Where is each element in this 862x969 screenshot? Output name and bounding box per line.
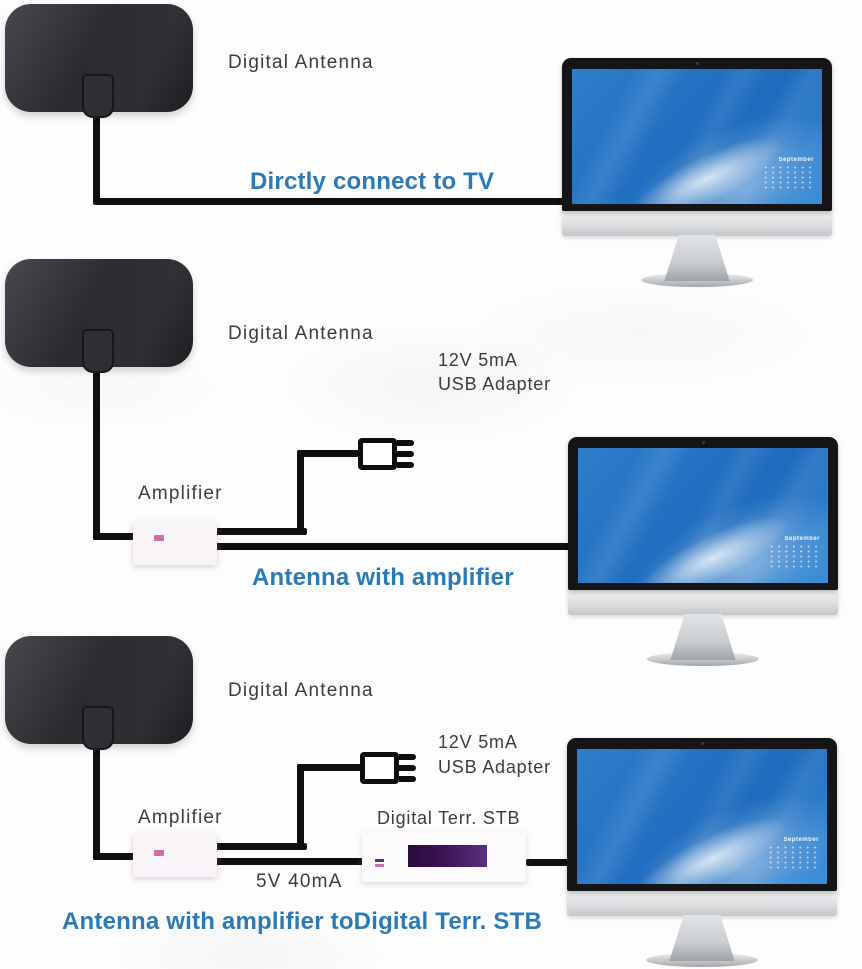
stb-box [362,832,526,882]
adapter-spec-label: 12V 5mA [438,350,518,370]
adapter-name-label: USB Adapter [438,757,551,777]
usb-plug-prong [397,462,414,468]
antenna-connector [82,329,114,373]
stb-label: Digital Terr. STB [377,808,521,828]
cable-segment [93,198,567,205]
amplifier-led [154,850,164,856]
monitor-bezel: September [568,437,838,590]
monitor-screen: September [578,448,828,583]
cable-segment [216,543,572,550]
cable-segment [526,859,572,866]
calendar-grid [767,845,819,870]
usb-plug-body [360,752,399,784]
wallpaper-calendar: September [756,157,814,190]
camera-dot-icon [702,441,705,444]
cable-segment [93,740,100,860]
tv-monitor: September [562,58,832,287]
cable-spec-label: 5V 40mA [256,871,343,892]
monitor-bezel: September [562,58,832,211]
cable-segment [297,450,361,457]
stb-display-stripe [408,845,487,867]
row3-heading: Antenna with amplifier toDigital Terr. S… [62,908,542,935]
camera-dot-icon [701,742,704,745]
cable-segment [297,764,304,850]
cable-segment [297,764,363,771]
wallpaper-calendar: September [761,837,819,870]
amplifier-label: Amplifier [138,807,223,828]
adapter-spec-label: 12V 5mA [438,732,518,752]
usb-plug-body [358,438,397,470]
monitor-bezel: September [567,738,837,891]
usb-plug-prong [399,776,416,782]
calendar-month-label: September [784,536,820,542]
cable-segment [93,853,137,860]
adapter-name-label: USB Adapter [438,374,551,394]
calendar-month-label: September [783,837,819,843]
antenna-connector [82,706,114,750]
wallpaper-calendar: September [762,536,820,569]
amplifier-led [154,535,164,541]
antenna-label: Digital Antenna [228,52,374,73]
stb-led [375,859,384,867]
row2-heading: Antenna with amplifier [252,564,514,591]
amplifier-label: Amplifier [138,483,223,504]
usb-plug-prong [397,451,414,457]
tv-monitor: September [567,738,837,967]
monitor-chin [567,891,837,916]
antenna-label: Digital Antenna [228,323,374,344]
usb-plug-prong [399,754,416,760]
amplifier-box [133,833,217,877]
cable-segment [93,533,137,540]
flat-antenna [5,4,193,118]
calendar-month-label: September [778,157,814,163]
monitor-chin [562,211,832,236]
usb-plug-icon [360,752,420,784]
monitor-screen: September [577,749,827,884]
cable-segment [215,843,307,850]
cable-segment [215,528,307,535]
flat-antenna [5,636,193,750]
antenna-connector [82,74,114,118]
calendar-grid [768,544,820,569]
amplifier-box [133,521,217,565]
camera-dot-icon [696,62,699,65]
tv-monitor: September [568,437,838,666]
calendar-grid [762,165,814,190]
cable-segment [93,106,100,204]
usb-plug-prong [399,765,416,771]
monitor-chin [568,590,838,615]
cable-segment [297,450,304,535]
usb-plug-icon [358,438,418,470]
row1-heading: Dirctly connect to TV [250,168,495,195]
monitor-screen: September [572,69,822,204]
usb-plug-prong [397,440,414,446]
antenna-label: Digital Antenna [228,680,374,701]
cable-segment [93,362,100,540]
cable-segment [216,858,366,865]
flat-antenna [5,259,193,373]
